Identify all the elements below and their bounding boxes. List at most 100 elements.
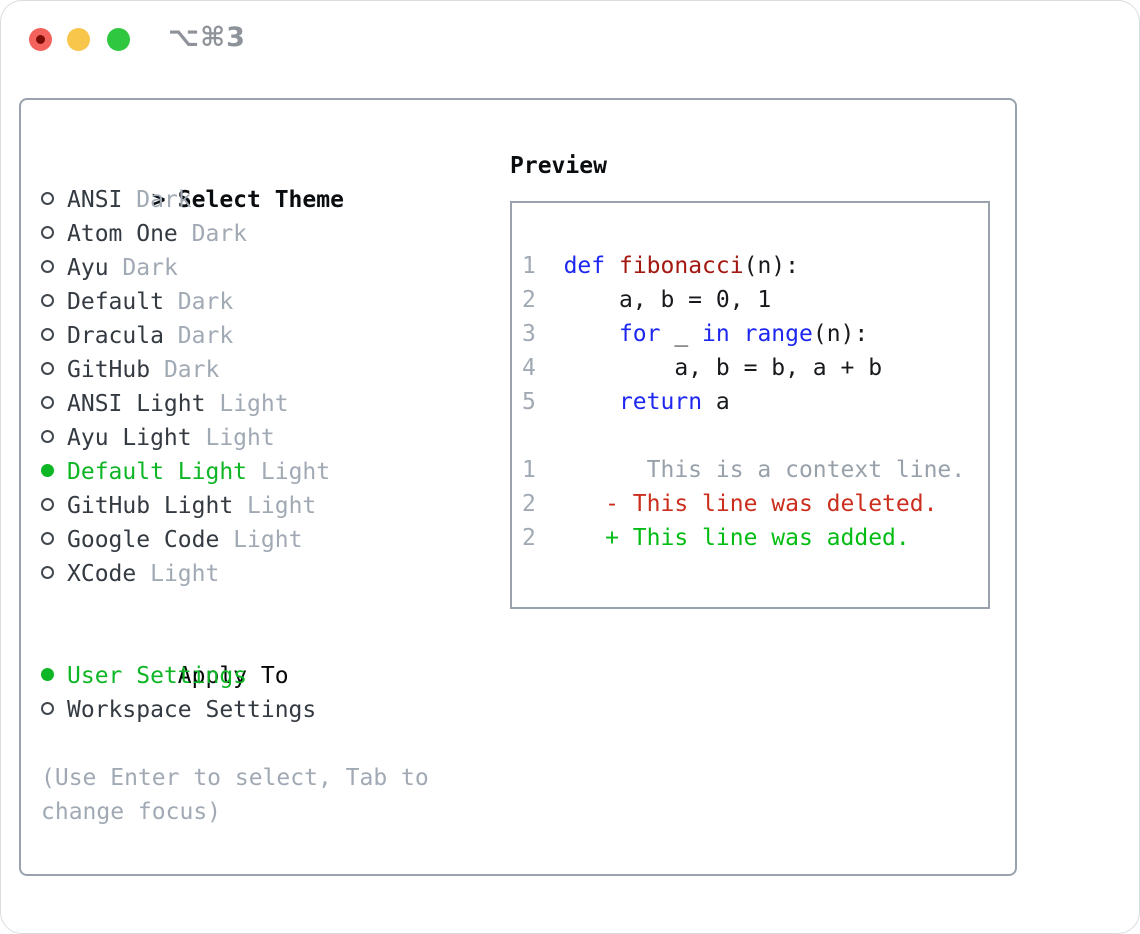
radio-unselected-icon: [41, 566, 54, 579]
theme-name: GitHub Light: [67, 493, 234, 519]
radio-marker: [41, 659, 67, 693]
theme-name: ANSI: [67, 187, 123, 213]
radio-selected-icon: [41, 668, 54, 681]
code-token: - This line was deleted.: [535, 491, 938, 517]
line-number: 2: [522, 525, 536, 551]
line-number: 3: [522, 321, 536, 347]
spacer: [41, 727, 443, 761]
radio-marker: [41, 183, 67, 217]
radio-marker: [41, 489, 67, 523]
code-token: in: [702, 321, 730, 347]
line-number: 1: [522, 457, 536, 483]
preview-header: Preview: [510, 153, 607, 179]
theme-variant-tag: Dark: [136, 187, 192, 213]
theme-item-ayu-light-light[interactable]: Ayu Light Light: [41, 421, 443, 455]
apply-option-label: Workspace Settings: [67, 697, 317, 723]
close-button[interactable]: [29, 28, 52, 51]
code-token: + This line was added.: [535, 525, 910, 551]
code-token: (n):: [743, 253, 799, 279]
apply-option-label: User Settings: [67, 663, 248, 689]
theme-item-ansi-dark[interactable]: ANSI Dark: [41, 183, 443, 217]
radio-unselected-icon: [41, 328, 54, 341]
code-token: (n):: [812, 321, 869, 347]
preview-line: 1 def fibonacci(n):: [522, 249, 988, 283]
theme-item-xcode-light[interactable]: XCode Light: [41, 557, 443, 591]
maximize-button[interactable]: [107, 28, 130, 51]
theme-name: Default Light: [67, 459, 248, 485]
theme-variant-tag: Dark: [177, 323, 234, 349]
radio-marker: [41, 557, 67, 591]
code-token: This is a context line.: [535, 457, 966, 483]
radio-unselected-icon: [41, 430, 54, 443]
preview-line: 2 a, b = 0, 1: [522, 283, 988, 317]
line-number: 1: [522, 253, 536, 279]
apply-option-workspace-settings[interactable]: Workspace Settings: [41, 693, 443, 727]
theme-item-dracula-dark[interactable]: Dracula Dark: [41, 319, 443, 353]
code-token: [536, 253, 564, 279]
code-token: [536, 389, 619, 415]
preview-line: 2 + This line was added.: [522, 521, 988, 555]
theme-variant-tag: Dark: [191, 221, 248, 247]
theme-variant-tag: Dark: [122, 255, 178, 281]
apply-to-header: Apply To: [177, 663, 289, 689]
theme-item-ansi-light-light[interactable]: ANSI Light Light: [41, 387, 443, 421]
minimize-button[interactable]: [67, 28, 90, 51]
line-number: 5: [522, 389, 536, 415]
theme-name: Atom One: [67, 221, 178, 247]
theme-variant-tag: Dark: [163, 357, 220, 383]
theme-item-ayu-dark[interactable]: Ayu Dark: [41, 251, 443, 285]
theme-variant-tag: Light: [205, 425, 275, 451]
unsaved-dot-icon: [36, 35, 45, 44]
preview-line: 3 for _ in range(n):: [522, 317, 988, 351]
theme-variant-tag: Light: [260, 459, 331, 485]
theme-name: Dracula: [67, 323, 164, 349]
cursor-marker: >: [151, 187, 166, 213]
theme-name: Google Code: [67, 527, 220, 553]
theme-item-default-light-light[interactable]: Default Light Light: [41, 455, 443, 489]
select-theme-header-row: > Select Theme: [41, 149, 443, 213]
code-token: a: [702, 389, 730, 415]
theme-item-default-dark[interactable]: Default Dark: [41, 285, 443, 319]
radio-marker: [41, 285, 67, 319]
radio-unselected-icon: [41, 192, 54, 205]
theme-item-google-code-light[interactable]: Google Code Light: [41, 523, 443, 557]
theme-variant-tag: Light: [247, 493, 317, 519]
radio-marker: [41, 387, 67, 421]
radio-marker: [41, 523, 67, 557]
radio-marker: [41, 693, 67, 727]
theme-name: Default: [67, 289, 164, 315]
preview-line: 4 a, b = b, a + b: [522, 351, 988, 385]
code-token: range: [743, 321, 813, 347]
apply-option-user-settings[interactable]: User Settings: [41, 659, 443, 693]
theme-item-atom-one-dark[interactable]: Atom One Dark: [41, 217, 443, 251]
radio-unselected-icon: [41, 532, 54, 545]
theme-item-github-light-light[interactable]: GitHub Light Light: [41, 489, 443, 523]
theme-name: XCode: [67, 561, 137, 587]
code-token: def: [563, 253, 606, 279]
radio-marker: [41, 319, 67, 353]
radio-marker: [41, 217, 67, 251]
window-title: ⌥⌘3: [168, 22, 246, 53]
line-number: 4: [522, 355, 536, 381]
radio-marker: [41, 421, 67, 455]
radio-unselected-icon: [41, 702, 54, 715]
preview-line: 2 - This line was deleted.: [522, 487, 988, 521]
code-token: [536, 321, 619, 347]
code-token: a, b = b, a + b: [535, 355, 883, 381]
theme-variant-tag: Light: [219, 391, 289, 417]
line-number: 2: [522, 491, 536, 517]
theme-item-github-dark[interactable]: GitHub Dark: [41, 353, 443, 387]
apply-to-header-row: Apply To: [41, 625, 443, 689]
code-token: fibonacci: [618, 253, 744, 279]
select-theme-header: Select Theme: [177, 187, 344, 213]
code-token: a, b = 0, 1: [535, 287, 772, 313]
code-token: _: [660, 321, 703, 347]
code-token: return: [618, 389, 703, 415]
